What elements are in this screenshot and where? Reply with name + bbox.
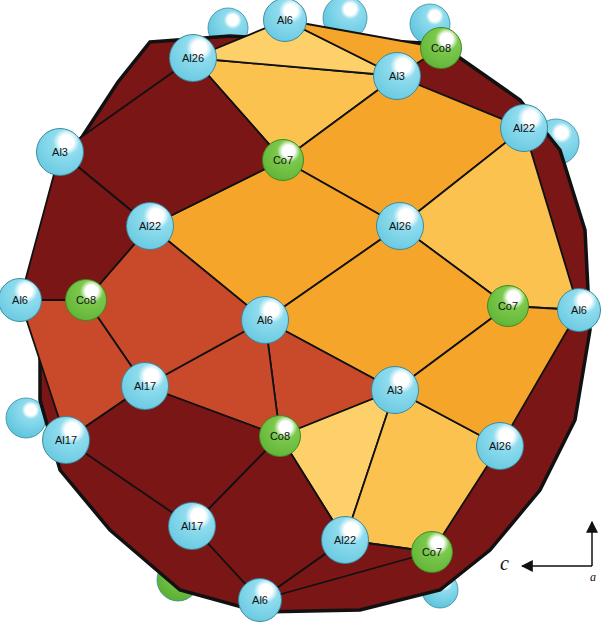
- cobalt-atom: Co8: [420, 27, 462, 69]
- axis-label: c: [500, 552, 509, 575]
- aluminium-atom: Al26: [476, 422, 524, 470]
- atom-label: Al17: [55, 434, 77, 446]
- aluminium-atom: Al6: [238, 578, 282, 622]
- aluminium-atom: Al22: [321, 516, 369, 564]
- axis-arrows: [522, 522, 592, 566]
- atom-label: Al3: [387, 384, 403, 396]
- atom-label: Al17: [134, 380, 156, 392]
- aluminium-atom: Al3: [36, 128, 84, 176]
- cobalt-atom: Co7: [487, 285, 529, 327]
- aluminium-atom: Al26: [169, 34, 217, 82]
- cobalt-atom: Co8: [259, 415, 301, 457]
- cobalt-atom: Co7: [262, 139, 304, 181]
- polyhedron-hull: [40, 36, 590, 612]
- atom-label: Al26: [389, 220, 411, 232]
- atom-label: Al6: [252, 594, 268, 606]
- atom-label: Al6: [257, 314, 273, 326]
- atom-label: Co7: [422, 546, 442, 558]
- aluminium-atom: Al6: [263, 0, 307, 42]
- atom-label: Al26: [182, 52, 204, 64]
- aluminium-atom: Al17: [121, 362, 169, 410]
- atom-label: Al17: [181, 520, 203, 532]
- aluminium-atom: Al17: [42, 416, 90, 464]
- atom-label: Al3: [52, 146, 68, 158]
- atom-label: Al22: [513, 122, 535, 134]
- atom-label: Al6: [277, 14, 293, 26]
- aluminium-atom: Al3: [373, 52, 421, 100]
- atom-label: Co8: [270, 430, 290, 442]
- atom-label: Al22: [139, 220, 161, 232]
- cobalt-atom: Co8: [65, 279, 107, 321]
- aluminium-atom: Al26: [376, 202, 424, 250]
- cobalt-atom: Co7: [411, 531, 453, 573]
- aluminium-atom: Al3: [371, 366, 419, 414]
- atom-label: Co8: [76, 294, 96, 306]
- atom-label: Al26: [489, 440, 511, 452]
- aluminium-atom: Al17: [168, 502, 216, 550]
- atom-label: Al22: [334, 534, 356, 546]
- aluminium-atom: Al22: [500, 104, 548, 152]
- aluminium-atom: Al6: [0, 278, 42, 322]
- axis-line: [522, 565, 592, 567]
- aluminium-atom: Al22: [126, 202, 174, 250]
- atom-label: Al3: [389, 70, 405, 82]
- atom-label: Co7: [498, 300, 518, 312]
- atom-label: Co8: [431, 42, 451, 54]
- aluminium-atom: Al6: [557, 288, 601, 332]
- atom-label: Al6: [12, 294, 28, 306]
- aluminium-atom: Al6: [241, 296, 289, 344]
- atom-label: Al6: [571, 304, 587, 316]
- atom-label: Co7: [273, 154, 293, 166]
- axis-label: a: [590, 570, 596, 585]
- axis-line: [591, 522, 593, 566]
